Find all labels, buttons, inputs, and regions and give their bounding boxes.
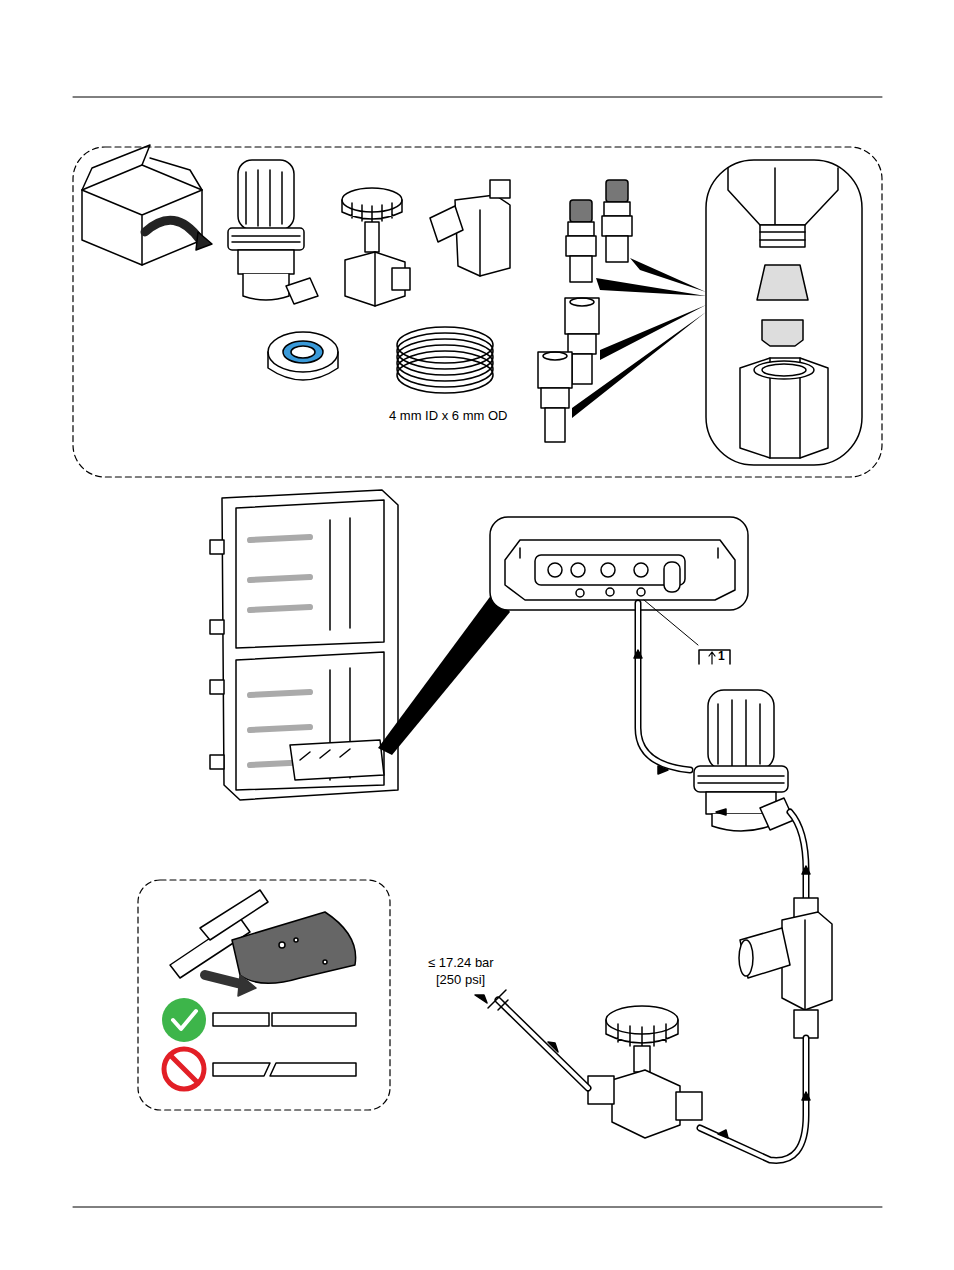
- pressure-limit-psi: [250 psi]: [436, 973, 485, 988]
- pressure-limit: ≤ 17.24 bar: [428, 956, 494, 971]
- part-dimension: 4 mm ID x 6 mm OD: [389, 409, 507, 424]
- callout-number: 1: [718, 650, 725, 664]
